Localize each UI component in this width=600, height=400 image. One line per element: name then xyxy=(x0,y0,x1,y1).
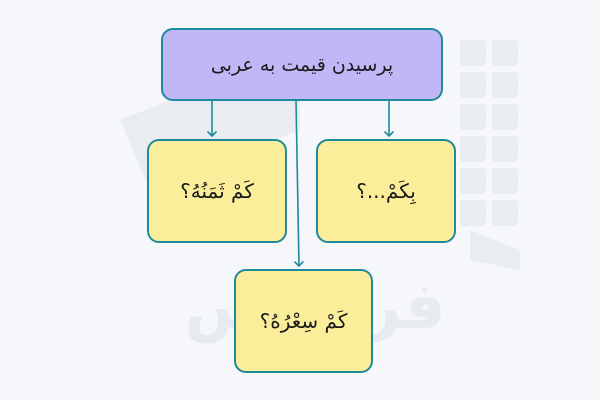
bottom-node: كَمْ سِعْرُهُ؟ xyxy=(234,269,373,373)
right-label: بِكَمْ...؟ xyxy=(356,179,416,203)
right-node: بِكَمْ...؟ xyxy=(316,139,456,243)
arrow-to-bottom xyxy=(294,100,304,267)
root-label: پرسیدن قیمت به عربی xyxy=(210,53,394,76)
bottom-label: كَمْ سِعْرُهُ؟ xyxy=(259,309,348,333)
left-node: كَمْ ثَمَنُهُ؟ xyxy=(147,139,287,243)
root-node: پرسیدن قیمت به عربی xyxy=(161,28,443,101)
left-label: كَمْ ثَمَنُهُ؟ xyxy=(180,179,254,203)
